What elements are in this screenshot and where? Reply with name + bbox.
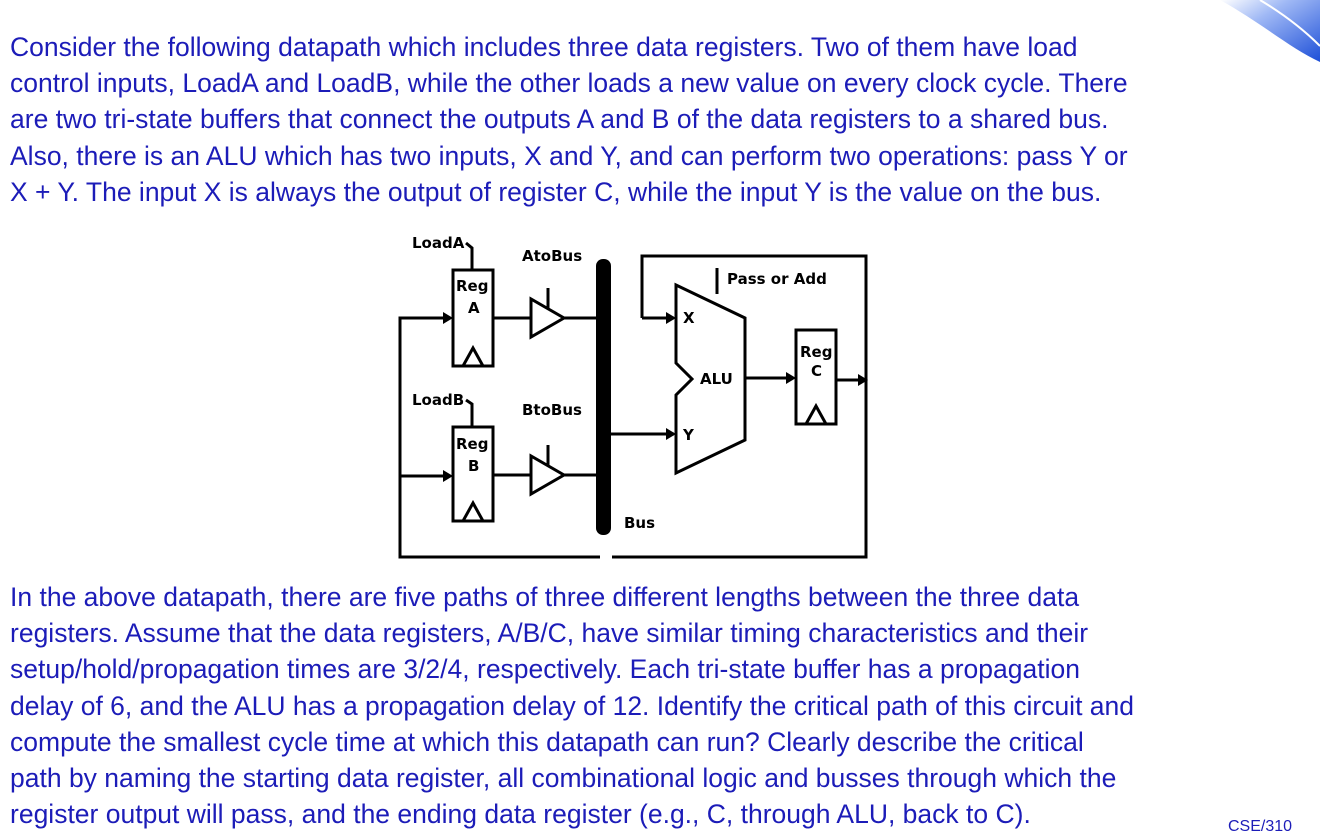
reg-a-clock [461,344,485,367]
reg-c-box [794,328,838,426]
intro-line: control inputs, LoadA and LoadB, while t… [10,68,1128,99]
intro-line: X + Y. The input X is always the output … [10,176,1102,207]
question-line: register output will pass, and the endin… [10,799,1031,830]
reg-b-letter: B [468,457,479,475]
reg-c-letter: C [811,362,822,380]
reg-c-clock [804,402,828,425]
arrow-into-reg-b [443,470,453,482]
question-line: compute the smallest cycle time at which… [10,726,1084,757]
question-line: path by naming the starting data registe… [10,763,1117,794]
corner-swoosh-decoration [1220,0,1320,62]
load-b-line [465,398,474,426]
load-b-label: LoadB [412,391,464,409]
load-a-label: LoadA [412,234,465,252]
intro-line: Consider the following datapath which in… [10,32,1078,62]
arrow-into-alu-y [666,428,676,440]
intro-line: Also, there is an ALU which has two inpu… [10,140,1128,171]
question-line: delay of 6, and the ALU has a propagatio… [10,690,1135,721]
reg-c-label: Reg [800,343,832,361]
a-to-bus-label: AtoBus [522,247,582,265]
intro-line: are two tri-state buffers that connect t… [10,104,1109,135]
load-a-line [465,241,474,270]
shared-bus [596,259,611,535]
reg-a-letter: A [468,299,480,317]
question-paragraph: In the above datapath, there are five pa… [10,579,1134,832]
alu-x-label: X [683,309,695,327]
arrow-out-reg-c [858,374,868,386]
feedback-wire [398,316,600,559]
reg-a-label: Reg [456,277,488,295]
a-to-bus-buffer [529,296,568,340]
footer-course-code: CSE/310 [1228,818,1293,835]
arrow-into-reg-a [443,312,453,324]
arrow-into-reg-c [786,372,796,384]
pass-or-add-label: Pass or Add [727,270,827,288]
intro-paragraph: Consider the following datapath which in… [10,29,1128,210]
question-line: In the above datapath, there are five pa… [10,582,1080,612]
arrow-into-alu-x [666,312,676,324]
datapath-diagram: LoadA AtoBus LoadB BtoBus Reg A Reg B Re… [398,234,868,559]
alu-label: ALU [700,370,733,388]
reg-b-label: Reg [456,435,488,453]
b-to-bus-buffer [529,453,568,497]
question-line: setup/hold/propagation times are 3/2/4, … [10,654,1080,685]
c-to-alu-x-wire [640,254,868,380]
b-to-bus-label: BtoBus [522,401,582,419]
reg-b-clock [461,499,485,522]
bus-label: Bus [624,514,655,532]
question-line: registers. Assume that the data register… [10,618,1089,649]
alu-y-label: Y [682,426,695,444]
